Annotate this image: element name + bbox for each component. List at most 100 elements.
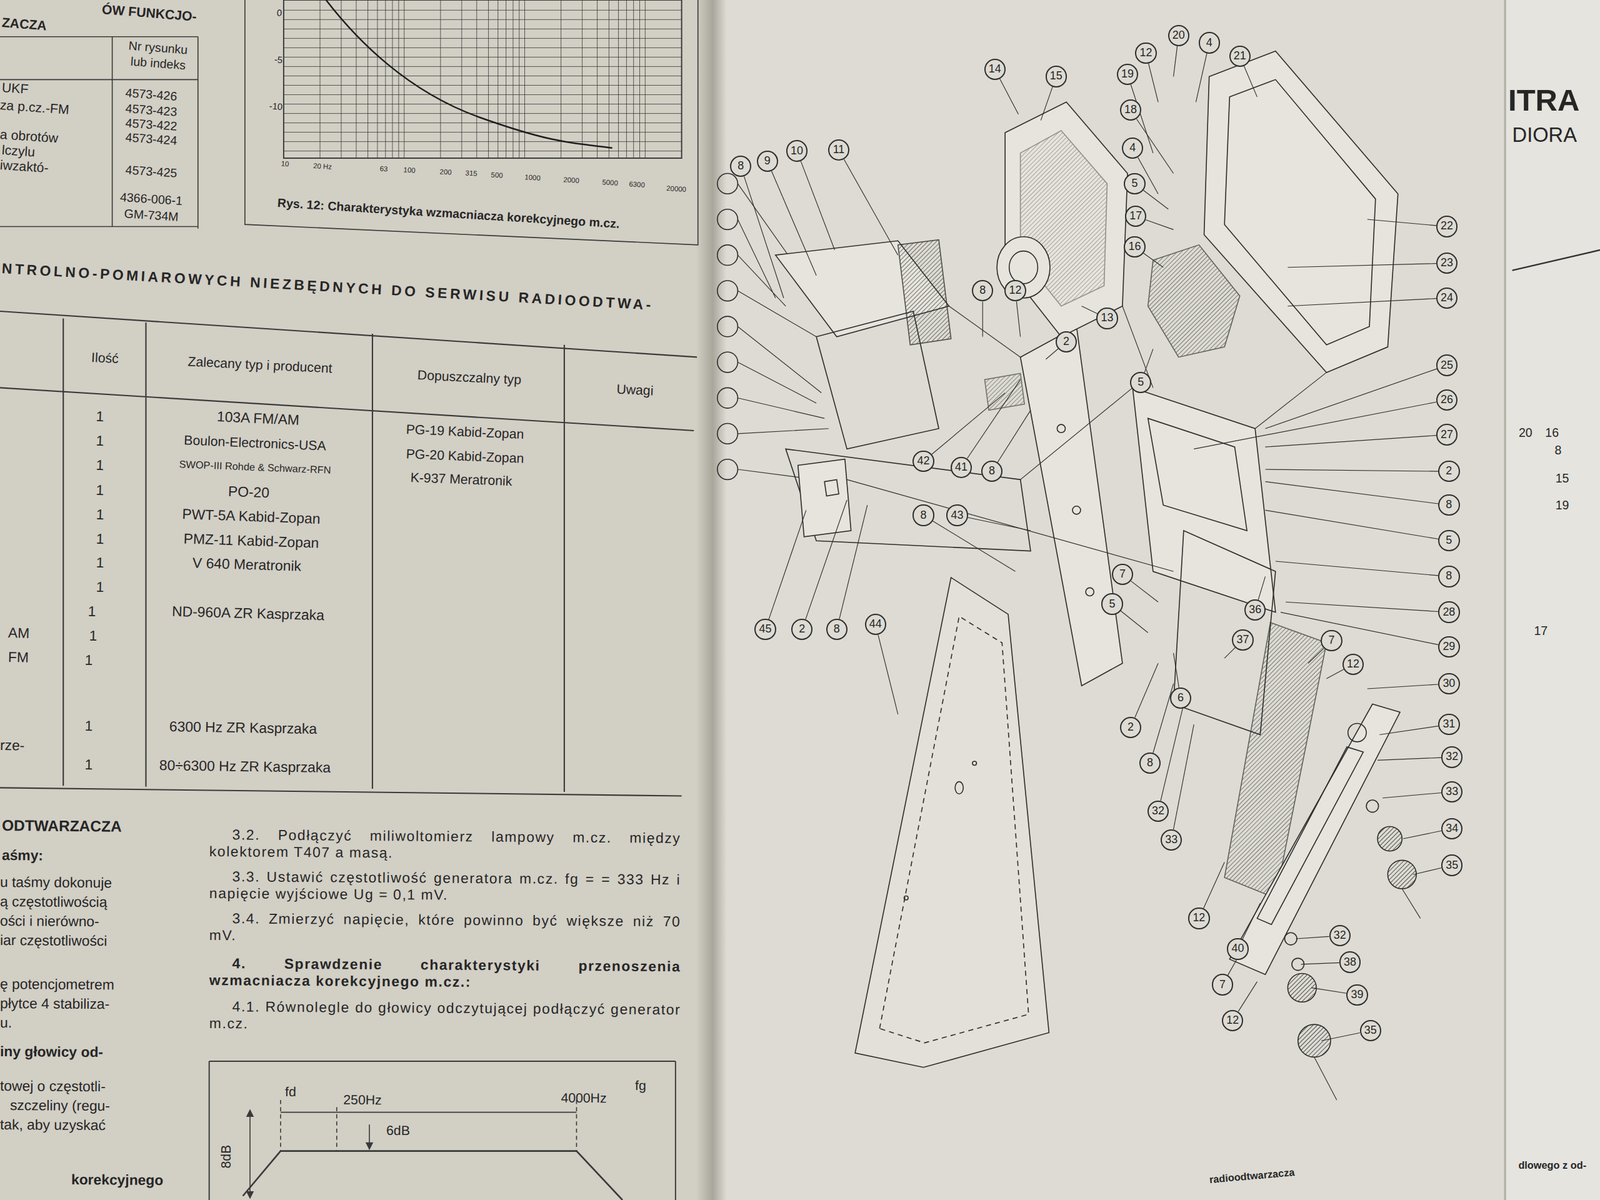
label-text: 8dB xyxy=(218,1145,235,1169)
label-text: UKF xyxy=(1,79,29,97)
callout-text: 8 xyxy=(979,285,986,297)
label-text: 8 xyxy=(1555,443,1562,459)
callout-number: 15 xyxy=(1045,65,1067,87)
leader-line xyxy=(1203,862,1225,909)
callout-number: 8 xyxy=(981,460,1003,482)
leader-line xyxy=(1173,653,1180,688)
callout-number: 32 xyxy=(1329,925,1351,947)
callout-text: 14 xyxy=(988,63,1002,75)
leader-line xyxy=(1287,298,1437,307)
label-text: DIORA xyxy=(1512,122,1577,147)
callout-number: 7 xyxy=(1211,973,1234,995)
callout-text: 33 xyxy=(1165,834,1178,846)
callout-number: 6 xyxy=(1170,687,1192,709)
label-text: 20 Hz xyxy=(313,161,333,172)
leader-line xyxy=(1275,561,1439,576)
label-text: towej o częstotli- xyxy=(0,1077,106,1096)
leader-line xyxy=(1143,253,1164,268)
label-text: 1 xyxy=(84,756,93,774)
callout-text: 6 xyxy=(1177,692,1184,704)
callout-number: 19 xyxy=(1116,63,1139,85)
callout-text: 2 xyxy=(1063,336,1070,348)
callout-text: 19 xyxy=(1121,68,1134,80)
label-text: 4573-424 xyxy=(125,130,178,149)
callout-number: 8 xyxy=(912,504,934,526)
callout-text: 23 xyxy=(1440,257,1454,269)
label-text: 1 xyxy=(95,456,105,475)
leader-line xyxy=(1160,704,1184,802)
callout-text: 22 xyxy=(1440,220,1454,232)
label-text: 315 xyxy=(465,168,478,179)
callout-number: 20 xyxy=(1168,25,1190,47)
callout-text: 5 xyxy=(1445,535,1452,547)
label-text: Rys. 12: Charakterystyka wzmacniacza kor… xyxy=(276,195,620,232)
callout-number: 43 xyxy=(946,504,968,526)
leader-line xyxy=(1311,987,1347,994)
label-text: PG-19 Kabid-Zopan xyxy=(406,421,525,442)
callout-text: 40 xyxy=(1231,943,1244,955)
label-text: ND-960A ZR Kasprzaka xyxy=(171,603,325,625)
callout-number: 24 xyxy=(1436,287,1458,309)
leader-line xyxy=(1145,220,1174,230)
label-text: 6300 xyxy=(628,180,645,190)
callout-number: 12 xyxy=(1221,1010,1244,1032)
callout-text: 4 xyxy=(1206,37,1213,49)
callout-text: 9 xyxy=(764,155,771,167)
callout-text: 7 xyxy=(1119,568,1126,580)
callout-number: 8 xyxy=(1438,494,1460,516)
leader-line xyxy=(1379,726,1439,735)
callout-number: 32 xyxy=(1441,746,1463,768)
leader-line xyxy=(1265,368,1437,429)
leader-line xyxy=(1193,401,1437,449)
callout-number: 32 xyxy=(1147,800,1169,822)
label-text: fg xyxy=(635,1077,647,1094)
callout-text: 4 xyxy=(1129,142,1136,154)
callout-number: 8 xyxy=(971,280,994,302)
callout-text: 8 xyxy=(988,465,995,477)
leader-line xyxy=(1265,435,1437,447)
callout-number: 12 xyxy=(1342,653,1364,675)
callout-text: 8 xyxy=(737,160,744,172)
label-text: SWOP-III Rohde & Schwarz-RFN xyxy=(178,458,332,477)
callout-text: 39 xyxy=(1350,989,1364,1001)
callout-number: 33 xyxy=(1160,829,1182,851)
label-text: 4000Hz xyxy=(560,1089,607,1106)
leader-line xyxy=(1321,1032,1360,1041)
callout-text: 35 xyxy=(1445,860,1459,872)
callout-text: 12 xyxy=(1009,285,1022,297)
callout-text: 5 xyxy=(1131,178,1139,190)
label-text: 1 xyxy=(95,553,105,572)
callout-number: 14 xyxy=(984,58,1006,80)
callout-text: 2 xyxy=(798,623,805,635)
leader-line xyxy=(1403,830,1442,839)
label-text: 17 xyxy=(1533,623,1548,639)
callout-text: 43 xyxy=(950,510,964,522)
label-text: V 640 Meratronik xyxy=(192,554,302,575)
label-text: 20000 xyxy=(666,184,687,195)
callout-number: 5 xyxy=(1130,371,1152,394)
label-text: 500 xyxy=(490,171,504,181)
callout-number: 30 xyxy=(1438,673,1460,695)
callout-text: 32 xyxy=(1445,751,1459,763)
label-text: 20 xyxy=(1518,425,1533,441)
label-text: 4. Sprawdzenie charakterystyki przenosze… xyxy=(208,955,681,993)
callout-number: 9 xyxy=(756,150,779,172)
callout-text: 8 xyxy=(920,510,927,522)
callout-number: 21 xyxy=(1229,45,1251,67)
callout-text: 12 xyxy=(1346,658,1360,670)
callout-text: 35 xyxy=(1364,1025,1377,1037)
label-text: GM-734M xyxy=(123,206,179,225)
label-text: fd xyxy=(285,1083,297,1100)
callout-text: 36 xyxy=(1248,604,1262,616)
callout-text: 7 xyxy=(1219,979,1226,991)
leader-line xyxy=(1367,684,1439,689)
leader-line xyxy=(1016,301,1020,337)
callout-text: 13 xyxy=(1100,312,1114,324)
label-text: 63 xyxy=(379,165,389,174)
leader-line xyxy=(1144,348,1154,373)
label-text: 3.2. Podłączyć miliwoltomierz lampowy m.… xyxy=(208,826,681,865)
callout-text: 12 xyxy=(1226,1015,1239,1027)
callout-number: 2 xyxy=(1055,331,1077,353)
label-text: Uwagi xyxy=(615,380,654,399)
callout-number: 27 xyxy=(1436,423,1458,445)
